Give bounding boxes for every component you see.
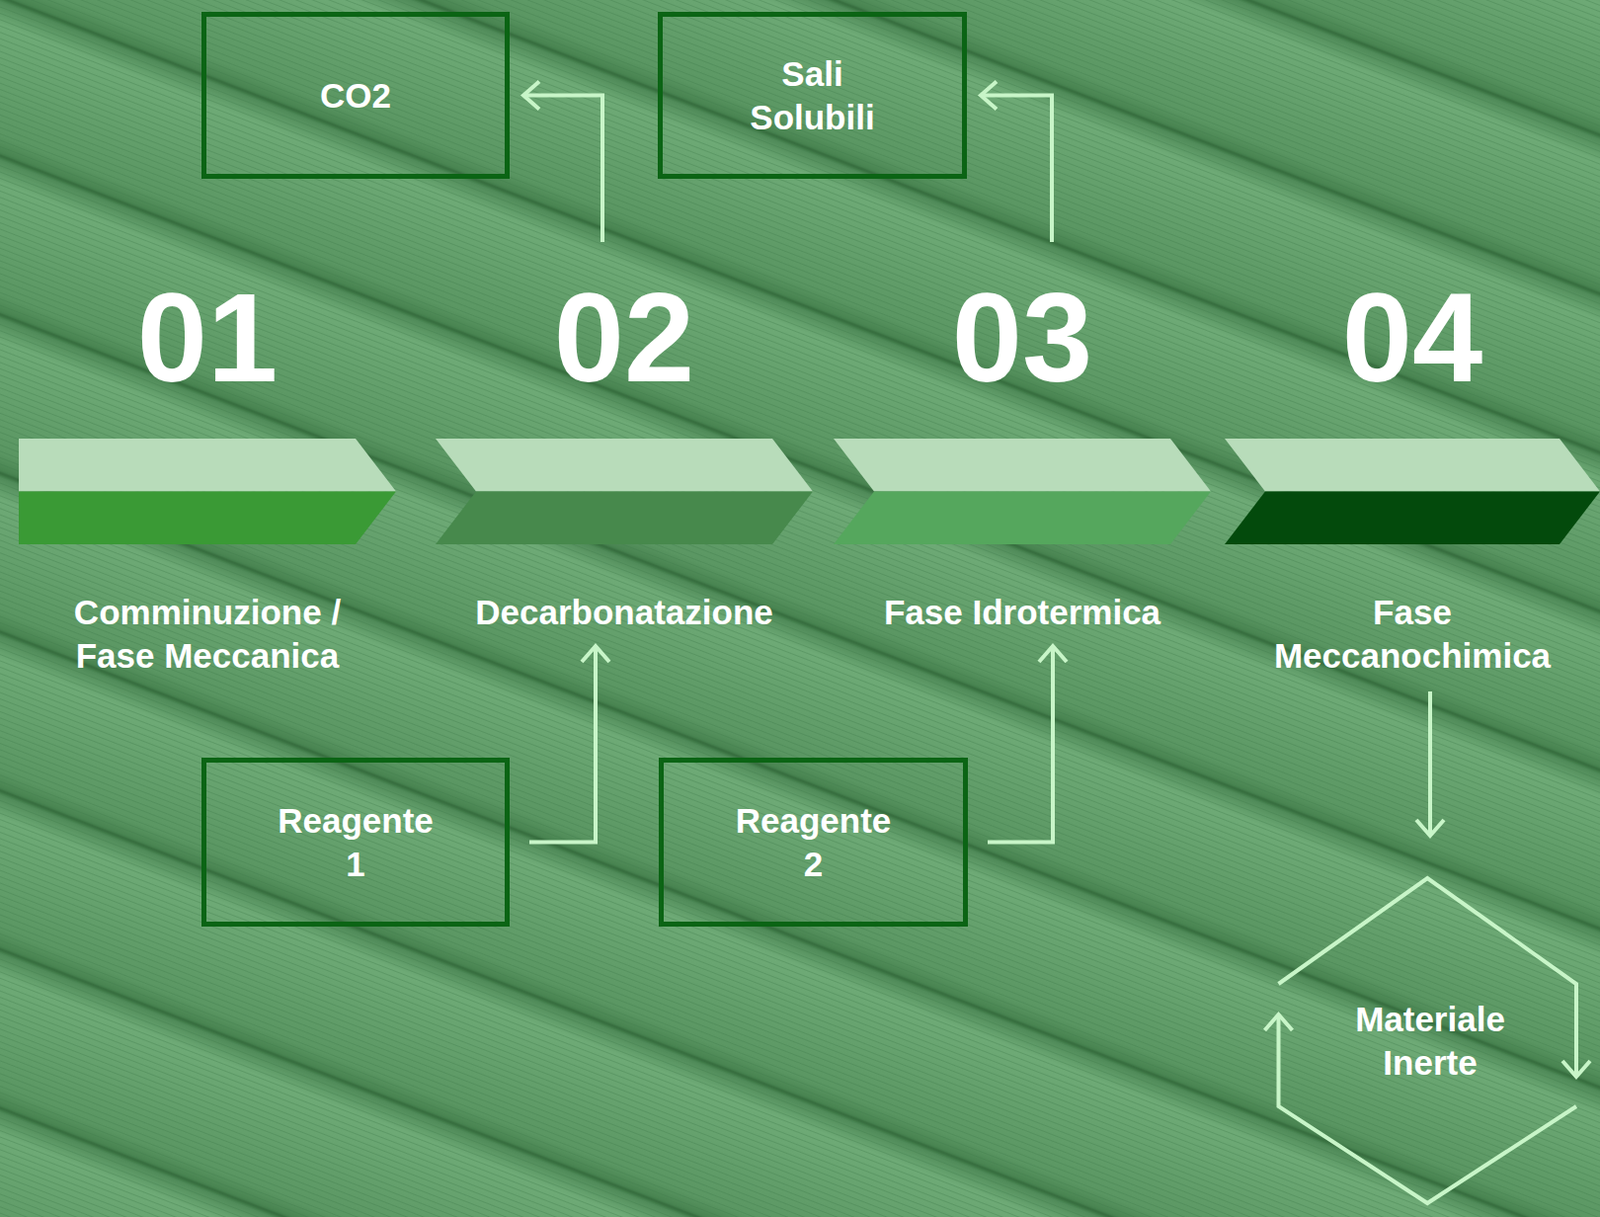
arrowhead	[581, 645, 610, 662]
cycle-arrowhead	[1265, 1014, 1293, 1031]
connector-line	[529, 645, 596, 843]
hexagon-outline	[1264, 875, 1597, 1207]
arrowhead	[1416, 819, 1444, 836]
connector-line	[980, 95, 1052, 243]
step-node: 04Fase Meccanochimica	[1224, 263, 1600, 678]
step-chevron	[1224, 438, 1600, 545]
process-box: Sali Solubili	[657, 11, 967, 179]
process-box: CO2	[201, 11, 510, 179]
step-chevron	[833, 438, 1211, 545]
output-hexagon: Materiale Inerte	[1264, 875, 1597, 1207]
process-box: Reagente 1	[201, 757, 510, 927]
chevron-bottom	[1224, 491, 1600, 546]
flow-connector	[980, 81, 1052, 243]
step-label: Decarbonatazione	[436, 590, 812, 635]
chevron-top	[833, 438, 1211, 492]
flow-connector	[523, 81, 603, 243]
arrowhead	[980, 81, 997, 110]
chevron-top	[435, 438, 813, 492]
step-number: 02	[435, 263, 813, 412]
chevron-bottom	[833, 491, 1211, 546]
cycle-arrowhead	[1562, 1060, 1591, 1077]
flow-connector	[529, 645, 610, 843]
connector-line	[987, 645, 1053, 843]
chevron-bottom	[435, 491, 813, 546]
step-label: Fase Idrotermica	[834, 590, 1210, 635]
process-box: Reagente 2	[658, 757, 968, 927]
step-node: 01Comminuzione / Fase Meccanica	[18, 263, 397, 678]
chevron-bottom	[18, 491, 397, 546]
arrowhead	[1039, 645, 1067, 662]
step-label: Comminuzione / Fase Meccanica	[59, 590, 356, 678]
step-chevron	[435, 438, 813, 545]
node-label: Materiale Inerte	[1349, 997, 1513, 1085]
flow-connector	[987, 645, 1067, 843]
hexagon-side	[1279, 1014, 1578, 1203]
connector-line	[1428, 691, 1433, 836]
step-number: 03	[833, 263, 1211, 412]
step-chevron	[18, 438, 397, 545]
node-label: CO2	[320, 74, 392, 118]
node-label: Reagente 2	[729, 799, 898, 886]
node-label: Sali Solubili	[743, 52, 882, 140]
step-number: 01	[18, 263, 397, 412]
step-node: 02Decarbonatazione	[435, 263, 813, 635]
arrowhead	[523, 81, 540, 110]
flow-connector	[1416, 691, 1444, 836]
connector-line	[523, 95, 603, 243]
chevron-top	[1224, 438, 1600, 492]
step-label: Fase Meccanochimica	[1264, 590, 1561, 678]
chevron-top	[18, 438, 397, 492]
step-node: 03Fase Idrotermica	[833, 263, 1211, 635]
step-number: 04	[1224, 263, 1600, 412]
node-label: Reagente 1	[271, 799, 440, 886]
